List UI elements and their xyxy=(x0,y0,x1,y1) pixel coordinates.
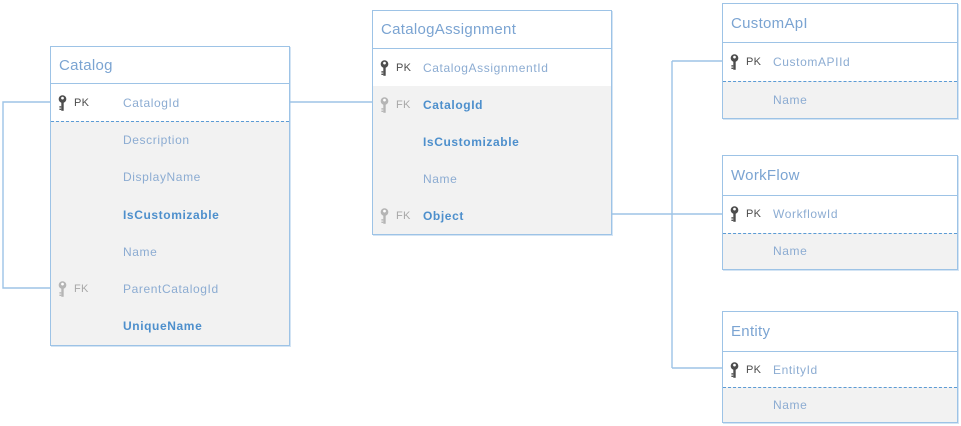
column-name: ParentCatalogId xyxy=(123,282,219,297)
column-name: Name xyxy=(123,244,158,259)
entity-table-entity[interactable]: Entity PK EntityId Name xyxy=(722,311,958,423)
table-title: WorkFlow xyxy=(723,156,957,196)
column-name: Description xyxy=(123,133,190,148)
column-name: IsCustomizable xyxy=(423,134,520,149)
table-row: PK CustomAPIId xyxy=(723,43,957,81)
table-row: PK CatalogId xyxy=(51,84,289,122)
table-row: PK WorkflowId xyxy=(723,196,957,233)
table-row: PK EntityId xyxy=(723,352,957,387)
table-row: PK CatalogAssignmentId xyxy=(373,49,611,86)
key-label: FK xyxy=(396,209,411,222)
column-name: CatalogId xyxy=(123,95,180,110)
table-row: FK CatalogId xyxy=(373,86,611,123)
table-title: Catalog xyxy=(51,47,289,84)
table-row: FK ParentCatalogId xyxy=(51,270,289,308)
table-title: Entity xyxy=(723,312,957,352)
table-row: Name xyxy=(723,387,957,422)
table-row: FK Object xyxy=(373,197,611,234)
column-name: Name xyxy=(773,244,808,259)
entity-table-customapi[interactable]: CustomApI PK CustomAPIId Name xyxy=(722,3,958,119)
key-label: PK xyxy=(746,55,762,68)
primary-key-icon xyxy=(729,206,740,223)
column-name: Name xyxy=(773,92,808,107)
table-title: CatalogAssignment xyxy=(373,11,611,49)
table-row: IsCustomizable xyxy=(373,123,611,160)
column-name: CustomAPIId xyxy=(773,54,851,69)
column-name: Name xyxy=(773,398,808,412)
table-row: Description xyxy=(51,121,289,159)
table-row: UniqueName xyxy=(51,307,289,346)
column-name: Name xyxy=(423,171,458,186)
foreign-key-icon xyxy=(57,281,68,297)
column-name: WorkflowId xyxy=(773,207,839,222)
table-row: Name xyxy=(51,233,289,271)
column-name: EntityId xyxy=(773,362,818,377)
table-title: CustomApI xyxy=(723,4,957,43)
primary-key-icon xyxy=(57,94,68,111)
table-row: Name xyxy=(373,160,611,197)
primary-key-icon xyxy=(729,361,740,378)
foreign-key-icon xyxy=(379,207,390,224)
key-label: PK xyxy=(746,363,762,376)
entity-table-catalog[interactable]: Catalog PK CatalogId Description Display… xyxy=(50,46,290,347)
key-label: FK xyxy=(74,283,89,296)
table-row: Name xyxy=(723,232,957,269)
column-name: Object xyxy=(423,208,464,223)
primary-key-icon xyxy=(729,53,740,70)
key-label: PK xyxy=(396,61,412,74)
table-row: DisplayName xyxy=(51,158,289,196)
column-name: UniqueName xyxy=(123,319,203,334)
column-name: DisplayName xyxy=(123,170,201,185)
primary-key-icon xyxy=(379,59,390,76)
column-name: CatalogId xyxy=(423,97,484,112)
key-label: PK xyxy=(74,96,90,109)
entity-table-catalogassignment[interactable]: CatalogAssignment PK CatalogAssignmentId… xyxy=(372,10,612,235)
table-row: Name xyxy=(723,80,957,118)
key-label: PK xyxy=(746,208,762,221)
column-name: IsCustomizable xyxy=(123,207,220,222)
foreign-key-icon xyxy=(379,96,390,113)
key-label: FK xyxy=(396,98,411,111)
table-row: IsCustomizable xyxy=(51,195,289,234)
column-name: CatalogAssignmentId xyxy=(423,60,549,75)
entity-table-workflow[interactable]: WorkFlow PK WorkflowId Name xyxy=(722,155,958,270)
relationship-line-catalog-self xyxy=(2,101,50,289)
